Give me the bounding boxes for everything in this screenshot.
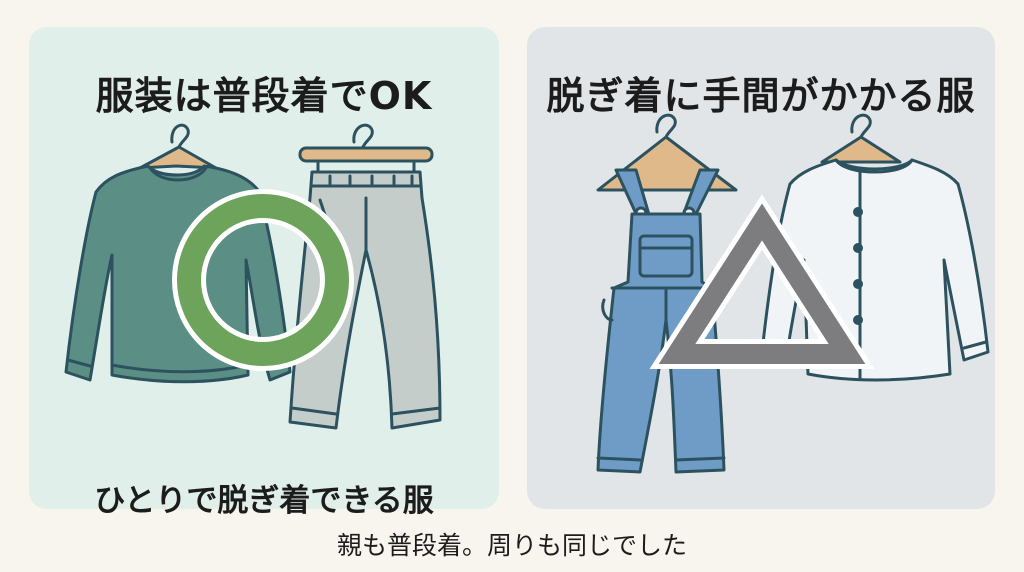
overalls-illustration	[596, 113, 738, 474]
panel-title: 脱ぎ着に手間がかかる服	[546, 74, 976, 118]
panel-title: 服装は普段着でOK	[95, 74, 433, 118]
panel-subtitle: ひとりで脱ぎ着できる服	[94, 483, 434, 519]
ok-circle-mark	[172, 189, 354, 371]
pants-illustration	[288, 123, 442, 430]
caution-triangle-mark	[649, 194, 875, 369]
caption: 親も普段着。周りも同じでした	[336, 531, 687, 560]
